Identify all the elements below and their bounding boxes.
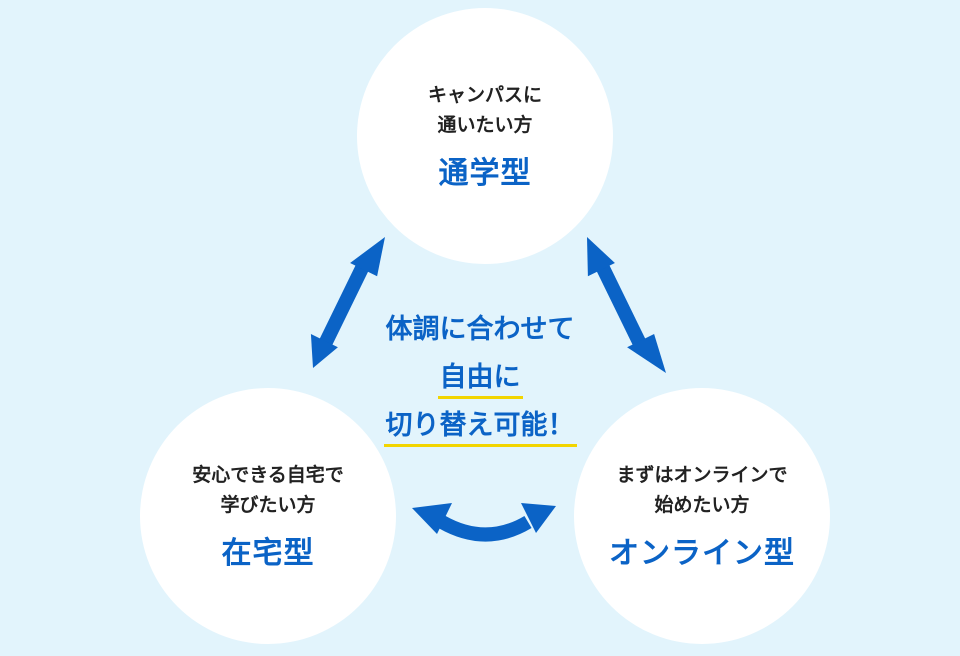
commuting-type-title: 通学型	[438, 156, 532, 191]
arrow-top-left	[310, 237, 385, 368]
commuting-type-description: キャンパスに 通いたい方	[427, 84, 542, 136]
online-type-title: オンライン型	[609, 536, 795, 571]
center-message: 体調に合わせて 自由に 切り替え可能！	[350, 308, 610, 452]
home-type-description: 安心できる自宅で 学びたい方	[192, 464, 344, 516]
arrow-bottom-curved	[412, 503, 556, 542]
center-message-line3: 切り替え可能！	[383, 408, 577, 447]
center-message-line1: 体調に合わせて	[385, 314, 575, 345]
online-type-description: まずはオンラインで 始めたい方	[616, 464, 788, 516]
commuting-type-circle: キャンパスに 通いたい方 通学型	[357, 8, 613, 264]
home-type-title: 在宅型	[221, 536, 315, 571]
arrow-top-right	[587, 237, 666, 373]
home-type-circle: 安心できる自宅で 学びたい方 在宅型	[140, 388, 396, 644]
center-message-line2: 自由に	[437, 360, 523, 399]
online-type-circle: まずはオンラインで 始めたい方 オンライン型	[574, 388, 830, 644]
